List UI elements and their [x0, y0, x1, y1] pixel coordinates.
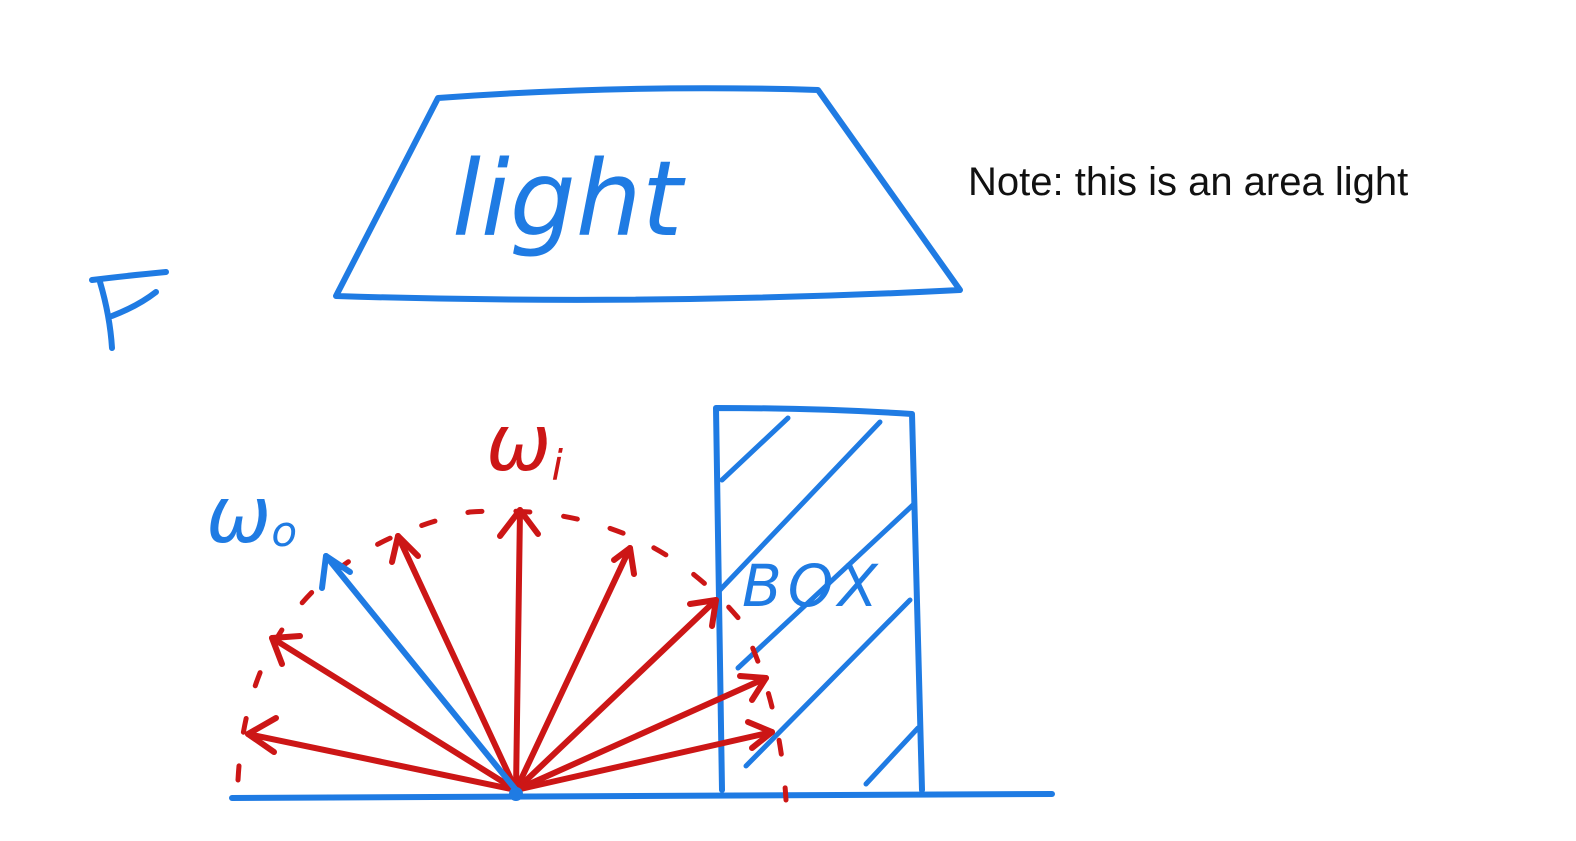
wi-ray-4	[497, 507, 541, 793]
wi-ray-3	[389, 533, 519, 793]
box-outline	[713, 405, 925, 793]
outgoing-ray	[319, 553, 519, 793]
wo-symbol: ω	[206, 471, 271, 561]
occluding-box	[713, 405, 925, 793]
wi-ray-5	[513, 545, 637, 793]
incoming-rays	[245, 507, 775, 793]
wi-ray-1	[245, 715, 519, 793]
wi-ray-2	[269, 633, 519, 793]
wi-symbol: ω	[486, 399, 551, 489]
box-label: BOX	[742, 552, 884, 620]
box-hatching	[717, 415, 921, 787]
wi-label: ωi	[486, 399, 563, 490]
light-label: light	[452, 138, 686, 260]
wi-ray-6	[513, 597, 719, 793]
wi-ray-7	[513, 673, 769, 793]
wo-subscript: o	[271, 507, 297, 556]
shading-point	[509, 787, 523, 801]
note-text: Note: this is an area light	[968, 160, 1409, 204]
wi-subscript: i	[551, 441, 563, 490]
wi-ray-8	[513, 719, 775, 793]
ground-line	[229, 791, 1055, 801]
wo-label: ωo	[206, 471, 297, 561]
eye-icon	[89, 269, 169, 351]
hemisphere-arc	[235, 508, 789, 803]
area-light	[333, 85, 963, 303]
light-trapezoid	[333, 85, 963, 303]
